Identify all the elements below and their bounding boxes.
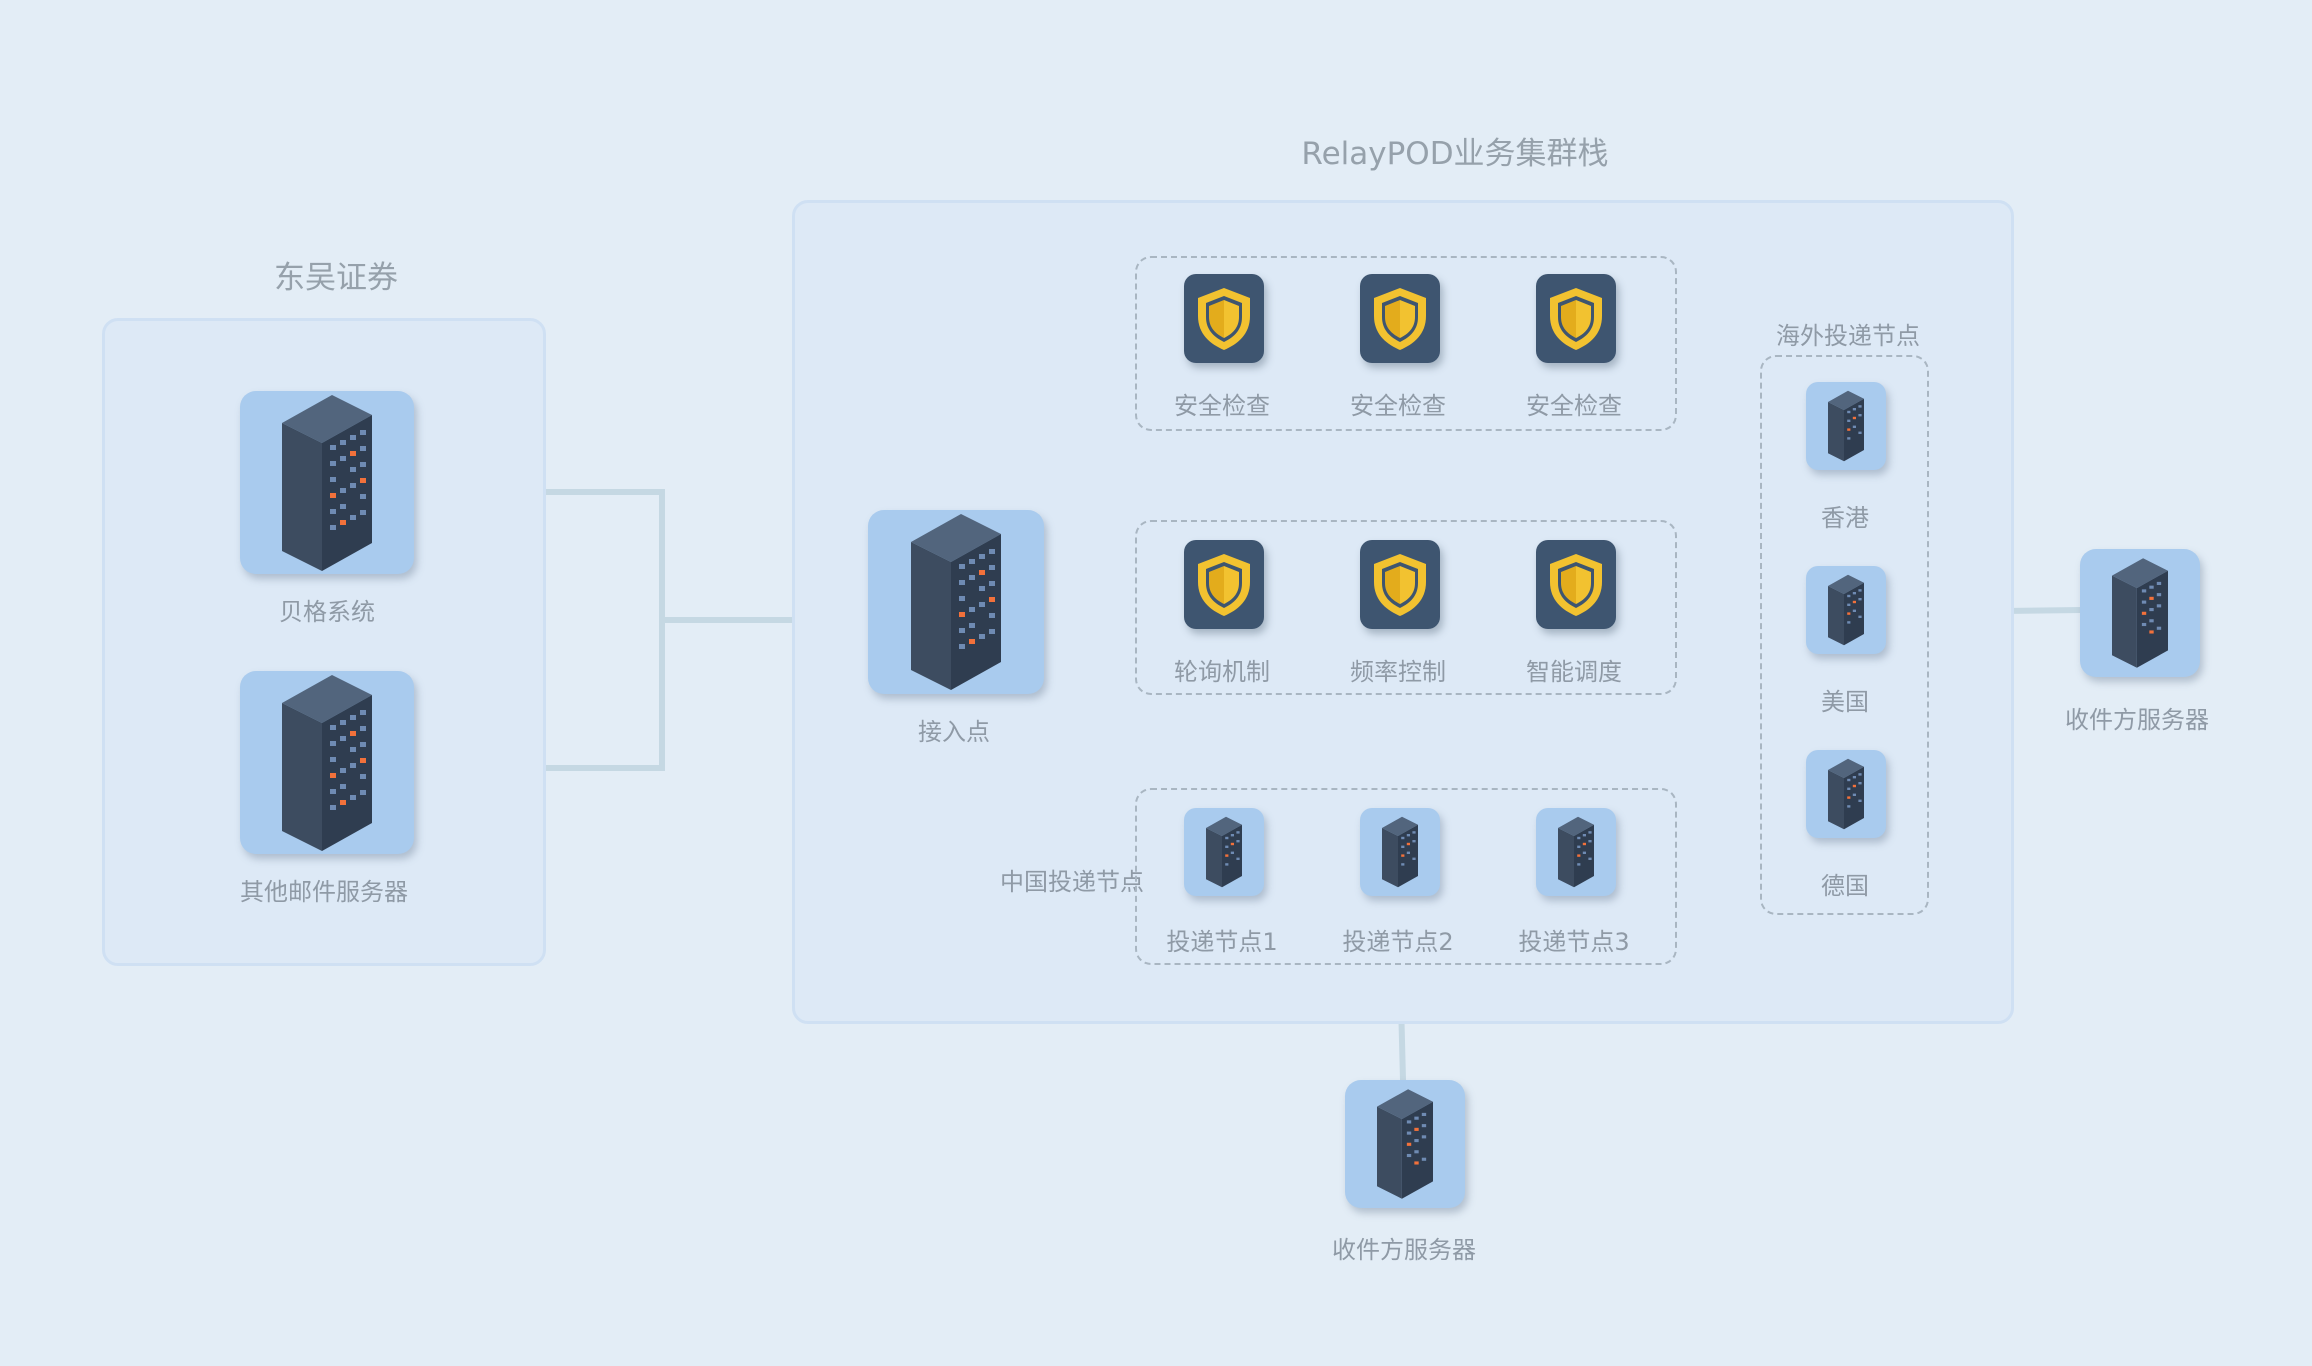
china-nodes-title: 中国投递节点 [1000, 868, 1144, 896]
overseas-node-label: 香港 [1821, 504, 1869, 532]
security-check-label: 安全检查 [1526, 392, 1622, 420]
server-tile[interactable] [240, 671, 414, 854]
smart-scheduling-label: 智能调度 [1526, 658, 1622, 686]
delivery-node-tile[interactable] [1360, 808, 1440, 896]
delivery-node-tile[interactable] [1536, 808, 1616, 896]
access-point-label: 接入点 [918, 718, 990, 746]
security-check-tile[interactable] [1536, 274, 1616, 363]
rate-control-tile[interactable] [1360, 540, 1440, 629]
overseas-node-label: 美国 [1821, 688, 1869, 716]
overseas-node-tile[interactable] [1806, 382, 1886, 470]
security-check-label: 安全检查 [1350, 392, 1446, 420]
server-rack-icon [1558, 816, 1594, 888]
polling-mechanism-tile[interactable] [1184, 540, 1264, 629]
server-rack-icon [1377, 1089, 1433, 1199]
server-rack-icon [911, 514, 1001, 690]
server-rack-icon [282, 674, 372, 851]
delivery-node-label: 投递节点3 [1518, 928, 1630, 956]
scheduling-group [1135, 520, 1677, 695]
overseas-node-tile[interactable] [1806, 750, 1886, 838]
overseas-nodes-group [1760, 355, 1929, 915]
security-check-group [1135, 256, 1677, 431]
delivery-node-label: 投递节点2 [1342, 928, 1454, 956]
shield-icon [1374, 553, 1426, 616]
access-point-tile[interactable] [868, 510, 1044, 694]
server-tile[interactable] [240, 391, 414, 574]
server-label: 贝格系统 [279, 598, 375, 626]
overseas-node-label: 德国 [1821, 872, 1869, 900]
server-rack-icon [282, 394, 372, 571]
receiver-server-label: 收件方服务器 [1332, 1236, 1476, 1264]
shield-icon [1550, 287, 1602, 350]
server-rack-icon [1206, 816, 1242, 888]
security-check-tile[interactable] [1360, 274, 1440, 363]
server-rack-icon [1828, 574, 1864, 646]
receiver-server-tile[interactable] [2080, 549, 2200, 677]
delivery-node-tile[interactable] [1184, 808, 1264, 896]
overseas-node-tile[interactable] [1806, 566, 1886, 654]
shield-icon [1198, 287, 1250, 350]
security-check-tile[interactable] [1184, 274, 1264, 363]
china-nodes-group [1135, 788, 1677, 965]
smart-scheduling-tile[interactable] [1536, 540, 1616, 629]
overseas-nodes-title: 海外投递节点 [1776, 322, 1920, 350]
polling-mechanism-label: 轮询机制 [1174, 658, 1270, 686]
shield-icon [1550, 553, 1602, 616]
client-group-title: 东吴证券 [274, 260, 398, 296]
receiver-server-tile[interactable] [1345, 1080, 1465, 1208]
server-label: 其他邮件服务器 [240, 878, 408, 906]
security-check-label: 安全检查 [1174, 392, 1270, 420]
relay-group-title: RelayPOD业务集群栈 [1301, 136, 1609, 172]
delivery-node-label: 投递节点1 [1166, 928, 1278, 956]
shield-icon [1198, 553, 1250, 616]
server-rack-icon [2112, 558, 2168, 668]
shield-icon [1374, 287, 1426, 350]
server-rack-icon [1828, 758, 1864, 830]
rate-control-label: 频率控制 [1350, 658, 1446, 686]
server-rack-icon [1828, 390, 1864, 462]
receiver-server-label: 收件方服务器 [2065, 706, 2209, 734]
server-rack-icon [1382, 816, 1418, 888]
